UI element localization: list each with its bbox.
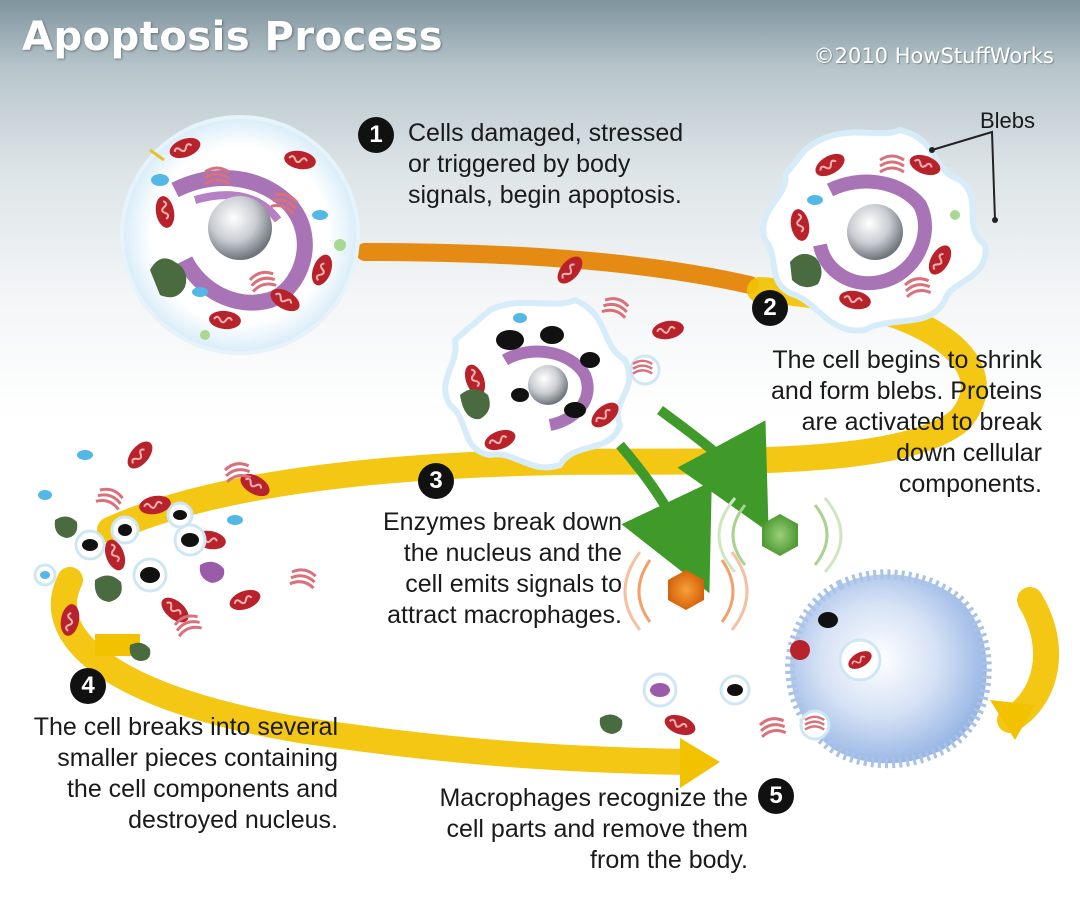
step-3-line: the nucleus and the bbox=[403, 539, 622, 567]
step-4-line: smaller pieces containing bbox=[57, 744, 338, 772]
step-2-line: are activated to break bbox=[801, 408, 1042, 436]
step-2-line: down cellular bbox=[896, 439, 1042, 467]
step-5-number: 5 bbox=[758, 778, 794, 814]
step-1-line: Cells damaged, stressed bbox=[408, 119, 684, 147]
cell-fragmenting bbox=[442, 250, 687, 471]
step-3-line: attract macrophages. bbox=[387, 601, 622, 629]
signal-emission bbox=[616, 405, 843, 631]
step-1-line: signals, begin apoptosis. bbox=[408, 181, 682, 209]
step-1-line: or triggered by body bbox=[408, 150, 631, 178]
signal-molecule-green bbox=[717, 497, 843, 573]
step-4-caption: The cell breaks into several smaller pie… bbox=[34, 712, 338, 836]
step-3-line: cell emits signals to bbox=[405, 570, 622, 598]
step-2-line: and form blebs. Proteins bbox=[771, 377, 1042, 405]
step-2-caption: The cell begins to shrink and form blebs… bbox=[771, 345, 1042, 500]
step-4-line: The cell breaks into several bbox=[33, 713, 338, 741]
copyright-notice: ©2010 HowStuffWorks bbox=[813, 44, 1054, 68]
blebs-label: Blebs bbox=[980, 108, 1036, 133]
signal-molecule-orange bbox=[623, 551, 749, 631]
step-5-line: Macrophages recognize the bbox=[439, 784, 748, 812]
step-2-line: The cell begins to shrink bbox=[772, 346, 1042, 374]
step-4-line: destroyed nucleus. bbox=[128, 806, 338, 834]
cell-healthy bbox=[120, 115, 360, 355]
page-title: Apoptosis Process bbox=[22, 14, 444, 60]
step-3-caption: Enzymes break down the nucleus and the c… bbox=[383, 507, 622, 631]
step-2-line: components. bbox=[898, 470, 1042, 498]
step-2-number: 2 bbox=[752, 290, 788, 326]
step-3-line: Enzymes break down bbox=[382, 508, 622, 536]
apoptotic-bodies bbox=[33, 435, 318, 661]
step-4-number: 4 bbox=[70, 668, 106, 704]
fragments-near-macrophage bbox=[599, 672, 788, 740]
step-1-number: 1 bbox=[358, 117, 394, 153]
step-5-line: cell parts and remove them bbox=[446, 815, 748, 843]
step-5-caption: Macrophages recognize the cell parts and… bbox=[439, 783, 748, 876]
step-3-number: 3 bbox=[418, 463, 454, 499]
cell-blebbing bbox=[760, 126, 998, 334]
step-5-line: from the body. bbox=[590, 846, 748, 874]
macrophage bbox=[784, 569, 992, 769]
step-4-line: the cell components and bbox=[66, 775, 338, 803]
step-1-caption: Cells damaged, stressed or triggered by … bbox=[408, 118, 683, 211]
